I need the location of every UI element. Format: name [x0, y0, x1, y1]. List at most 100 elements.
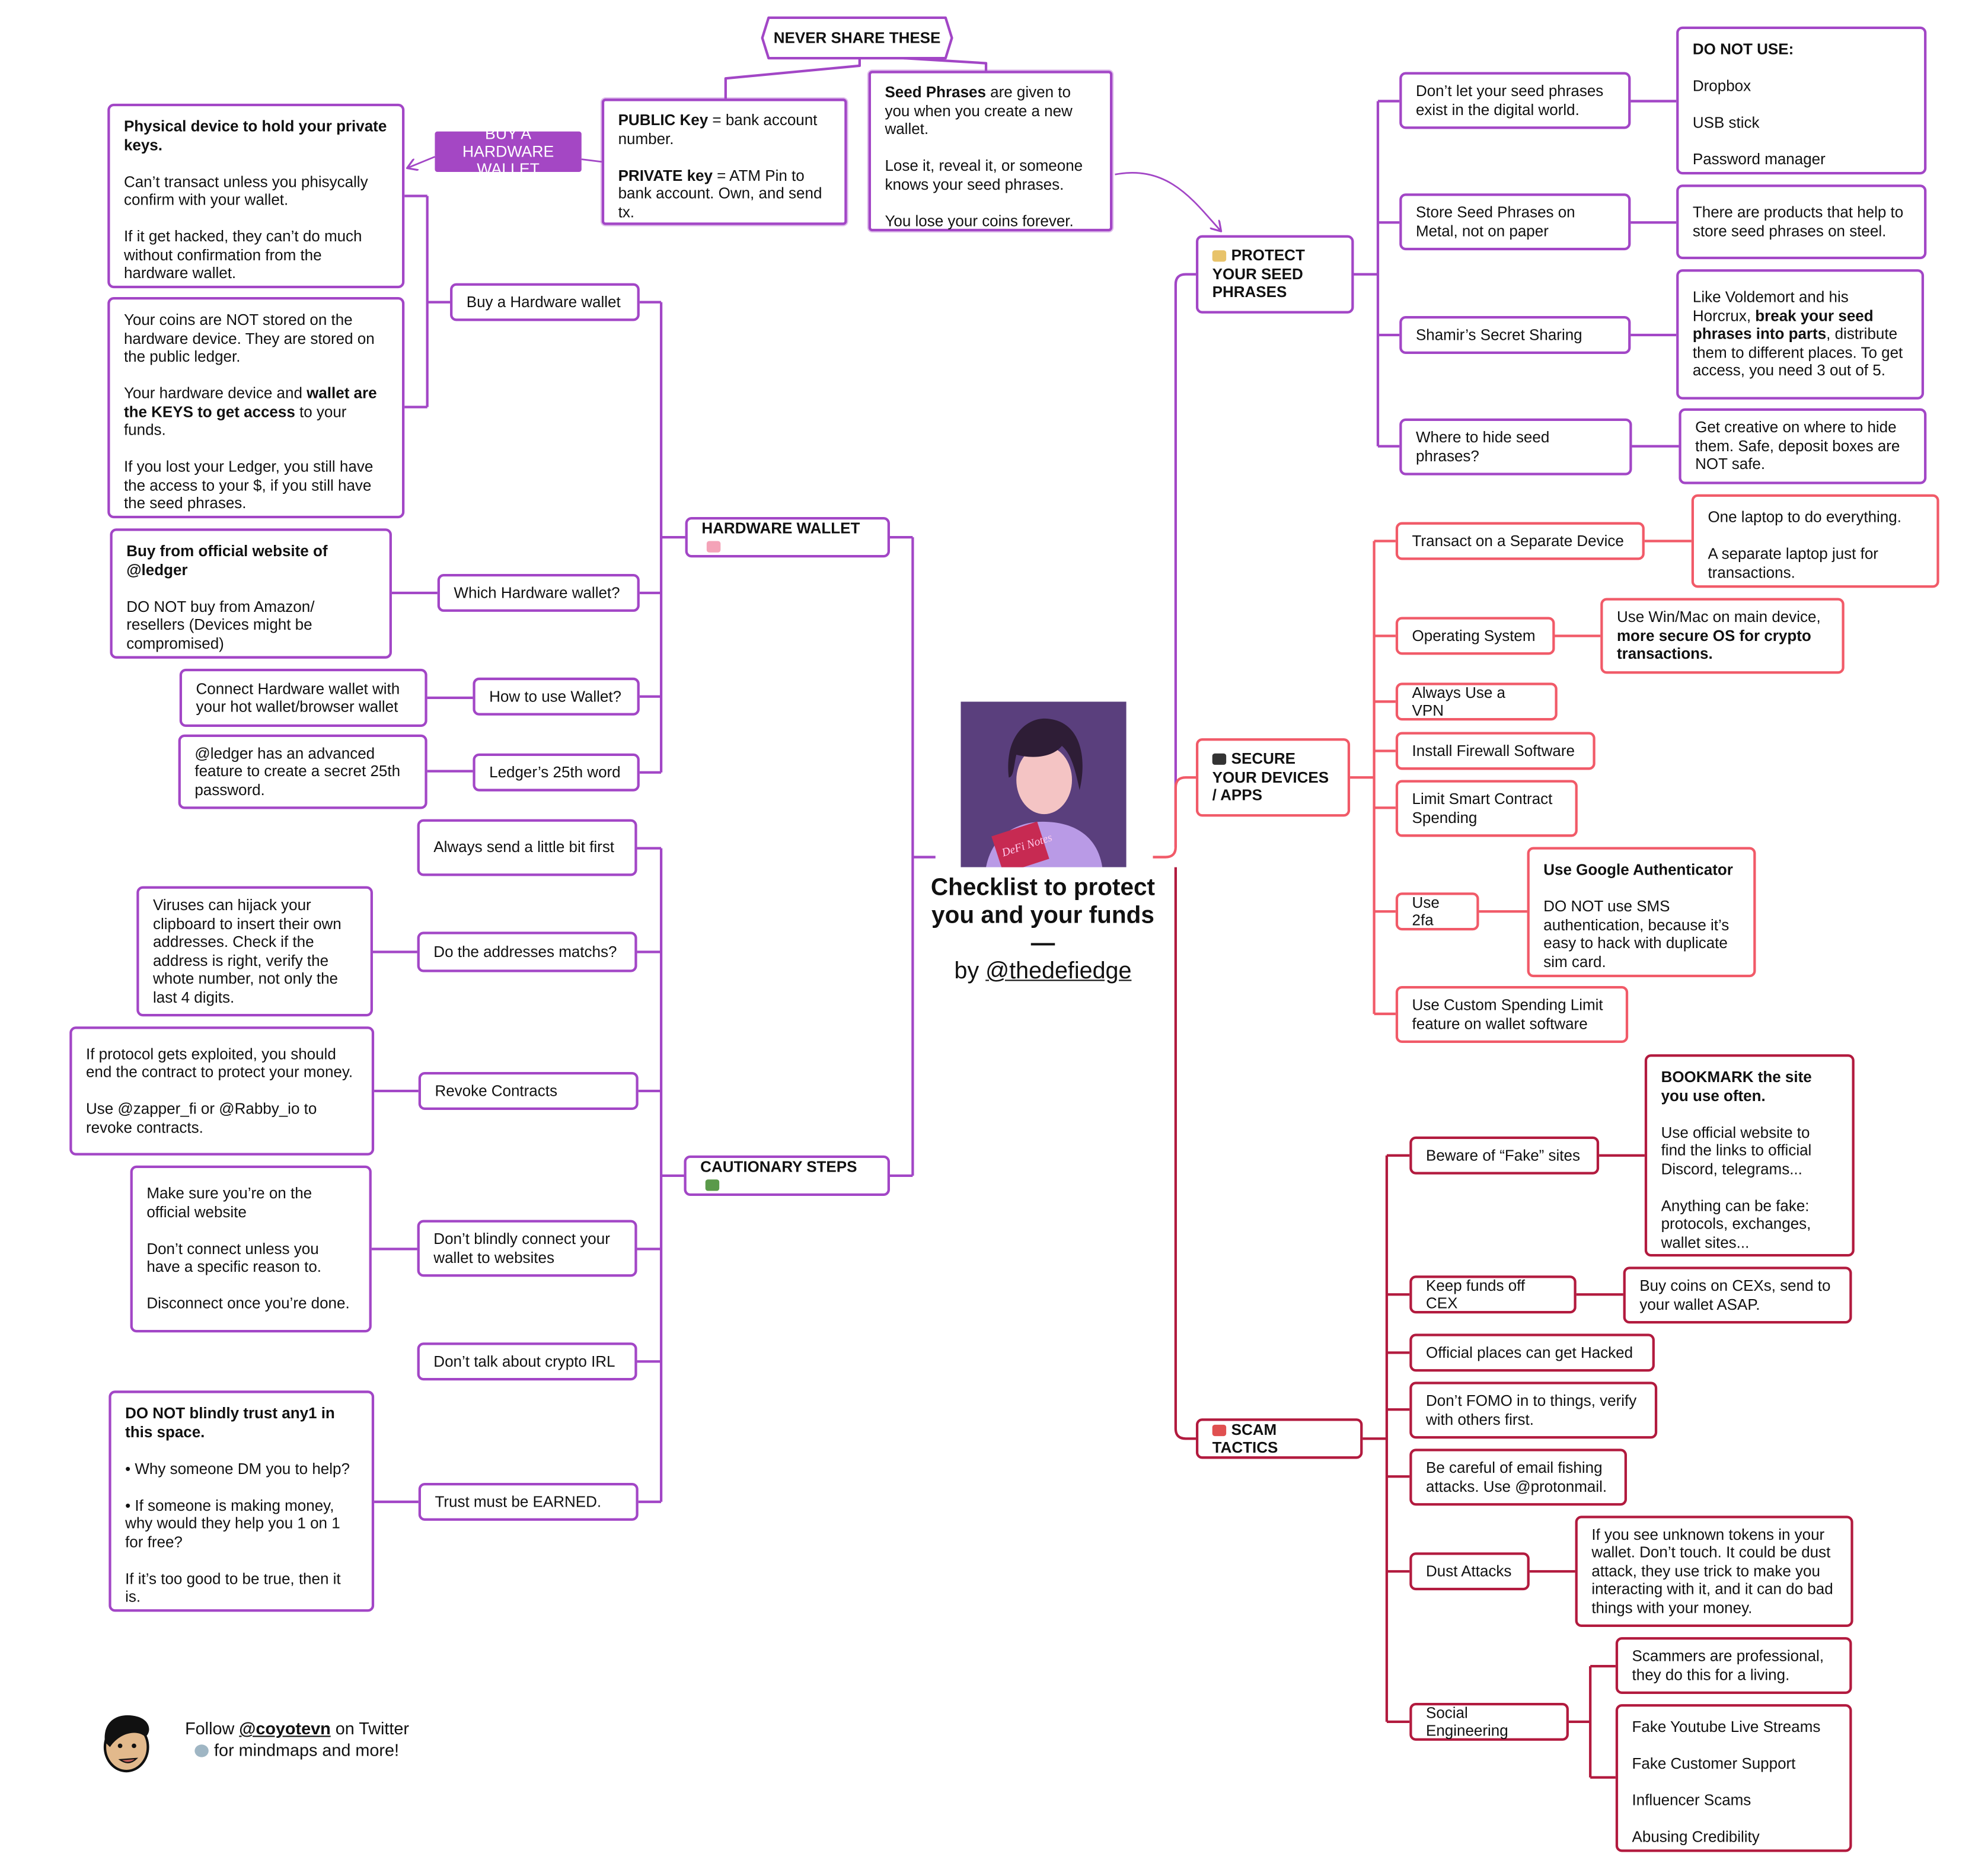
text-run: Make sure you’re on the official website — [146, 1185, 312, 1221]
paragraph: Seed Phrases are given to you when you c… — [885, 84, 1096, 139]
text-run: Use official website to find the links t… — [1661, 1123, 1812, 1178]
connector-scam — [1174, 867, 1645, 1779]
node-metal: Store Seed Phrases on Metal, not on pape… — [1399, 193, 1631, 251]
how-to-use-text: How to use Wallet? — [489, 687, 622, 706]
viruses-text: Viruses can hijack your clipboard to ins… — [152, 896, 342, 1006]
node-steel-products: There are products that help to store se… — [1676, 184, 1927, 260]
paragraph: If you lost your Ledger, you still have … — [124, 458, 388, 513]
limit-contract-text: Limit Smart Contract Spending — [1412, 790, 1553, 827]
paragraph: Use Win/Mac on main device, more secure … — [1617, 608, 1828, 663]
text-run: Like Voldemort and his Horcrux, — [1692, 288, 1849, 325]
node-get-creative: Get creative on where to hide them. Safe… — [1679, 408, 1927, 484]
bold-run: BOOKMARK the site you use often. — [1661, 1068, 1812, 1105]
paragraph: A separate laptop just for transactions. — [1708, 545, 1922, 582]
paragraph: One laptop to do everything. — [1708, 508, 1922, 527]
text-run: If protocol gets exploited, you should e… — [85, 1045, 353, 1081]
node-always-send: Always send a little bit first — [417, 819, 637, 876]
topic-cautionary: CAUTIONARY STEPS — [684, 1155, 890, 1196]
digital-world-text: Don’t let your seed phrases exist in the… — [1415, 82, 1604, 119]
cautionary-label: CAUTIONARY STEPS — [700, 1157, 873, 1194]
node-how-to-use: How to use Wallet? — [473, 677, 640, 716]
firewall-text: Install Firewall Software — [1412, 742, 1575, 760]
connector-cautionary — [371, 847, 684, 1504]
text-run: If it’s too good to be true, then it is. — [125, 1569, 341, 1606]
node-dont-talk: Don’t talk about crypto IRL — [417, 1342, 637, 1381]
clown-icon — [1212, 1424, 1227, 1435]
author-link[interactable]: @thedefiedge — [985, 956, 1132, 984]
protect-text: PROTECT YOUR SEED PHRASES — [1212, 247, 1305, 301]
node-custom-limit: Use Custom Spending Limit feature on wal… — [1395, 986, 1629, 1043]
bold-run: more secure OS for crypto transactions. — [1616, 626, 1811, 663]
topic-protect: PROTECT YOUR SEED PHRASES — [1195, 235, 1354, 314]
trust-earned-text: Trust must be EARNED. — [435, 1492, 602, 1511]
footer-follow: Follow @coyotevn on Twitter for mindmaps… — [95, 1709, 474, 1785]
follow-label: Follow — [185, 1719, 240, 1738]
scam-text: SCAM TACTICS — [1212, 1420, 1278, 1457]
node-fake-sites: Beware of “Fake” sites — [1409, 1136, 1600, 1175]
text-run: = ATM Pin to bank account. Own, and send… — [618, 166, 822, 221]
node-addresses-match: Do the addresses matchs? — [417, 931, 637, 972]
paragraph: Buy from official website of @ledger — [126, 543, 375, 579]
paragraph: Anything can be fake: protocols, exchang… — [1661, 1197, 1838, 1252]
paragraph: Dropbox — [1693, 77, 1910, 95]
paragraph: BOOKMARK the site you use often. — [1661, 1068, 1838, 1105]
node-off-cex: Keep funds off CEX — [1409, 1275, 1577, 1314]
node-firewall: Install Firewall Software — [1395, 732, 1596, 770]
bird-icon — [195, 1744, 209, 1757]
node-protocol-exploit: If protocol gets exploited, you should e… — [69, 1026, 375, 1156]
paragraph: Use Google Authenticator — [1543, 861, 1739, 879]
node-email-fishing: Be careful of email fishing attacks. Use… — [1409, 1449, 1628, 1506]
hardware-wallet-label: HARDWARE WALLET — [701, 519, 873, 556]
text-run: Anything can be fake: protocols, exchang… — [1661, 1197, 1811, 1251]
paragraph: Don’t connect unless you have a specific… — [146, 1240, 355, 1277]
metal-text: Store Seed Phrases on Metal, not on pape… — [1415, 203, 1575, 240]
node-unknown-tokens: If you see unknown tokens in your wallet… — [1575, 1516, 1853, 1628]
text-run: A separate laptop just for transactions. — [1708, 544, 1878, 581]
text-run: are given to you when you create a new w… — [885, 83, 1073, 138]
paragraph: Can’t transact unless you phisycally con… — [124, 173, 388, 209]
on-twitter-label: on Twitter — [330, 1719, 409, 1738]
fomo-text: Don’t FOMO in to things, verify with oth… — [1426, 1392, 1637, 1428]
paragraph: If it’s too good to be true, then it is. — [125, 1569, 358, 1606]
twitter-handle-link[interactable]: @coyotevn — [239, 1719, 331, 1738]
connector-label-arrow — [407, 156, 602, 168]
defi-notes-portrait-image: DeFi Notes — [960, 701, 1126, 867]
paragraph: DO NOT use SMS authentication, because i… — [1543, 898, 1739, 971]
node-trust-earned: Trust must be EARNED. — [418, 1482, 639, 1521]
buy-hw-text: Buy a Hardware wallet — [466, 293, 621, 311]
paragraph: Fake Customer Support — [1632, 1754, 1836, 1773]
text-run: to your funds. — [123, 403, 347, 439]
map-title: Checklist to protect you and your funds — [930, 875, 1156, 929]
paragraph: Abusing Credibility — [1632, 1828, 1836, 1846]
paragraph: PUBLIC Key = bank account number. — [618, 111, 831, 148]
paragraph: You lose your coins forever. — [885, 212, 1096, 230]
text-run: DO NOT use SMS authentication, because i… — [1543, 897, 1730, 971]
node-scammers-pro: Scammers are professional, they do this … — [1615, 1637, 1852, 1695]
node-social: Social Engineering — [1409, 1702, 1569, 1741]
text-run: Fake Customer Support — [1632, 1754, 1796, 1773]
node-never-share: NEVER SHARE THESE — [764, 18, 951, 58]
topic-secure: SECURE YOUR DEVICES / APPS — [1195, 738, 1351, 817]
by-label: by — [954, 956, 986, 984]
paragraph: DO NOT blindly trust any1 in this space. — [125, 1405, 358, 1441]
cautionary-text: CAUTIONARY STEPS — [700, 1157, 857, 1175]
cake-icon — [706, 541, 721, 553]
fake-sites-text: Beware of “Fake” sites — [1426, 1146, 1580, 1164]
paragraph: Use official website to find the links t… — [1661, 1123, 1838, 1178]
text-run: Disconnect once you’re done. — [146, 1294, 350, 1313]
memo-icon — [1212, 250, 1227, 262]
paragraph: If protocol gets exploited, you should e… — [86, 1045, 358, 1082]
always-send-text: Always send a little bit first — [433, 838, 615, 856]
text-run: Can’t transact unless you phisycally con… — [123, 173, 368, 209]
title-divider: — — [1030, 930, 1055, 957]
node-limit-contract: Limit Smart Contract Spending — [1395, 780, 1578, 837]
follow-text: Follow @coyotevn on Twitter for mindmaps… — [178, 1718, 416, 1761]
text-run: = bank account number. — [618, 111, 818, 148]
hardware-wallet-text: HARDWARE WALLET — [701, 519, 860, 537]
node-digital-world: Don’t let your seed phrases exist in the… — [1399, 72, 1631, 129]
paragraph: DO NOT USE: — [1693, 40, 1910, 59]
secure-label: SECURE YOUR DEVICES / APPS — [1212, 750, 1334, 805]
revoke-text: Revoke Contracts — [435, 1081, 557, 1100]
node-os: Operating System — [1395, 617, 1555, 655]
